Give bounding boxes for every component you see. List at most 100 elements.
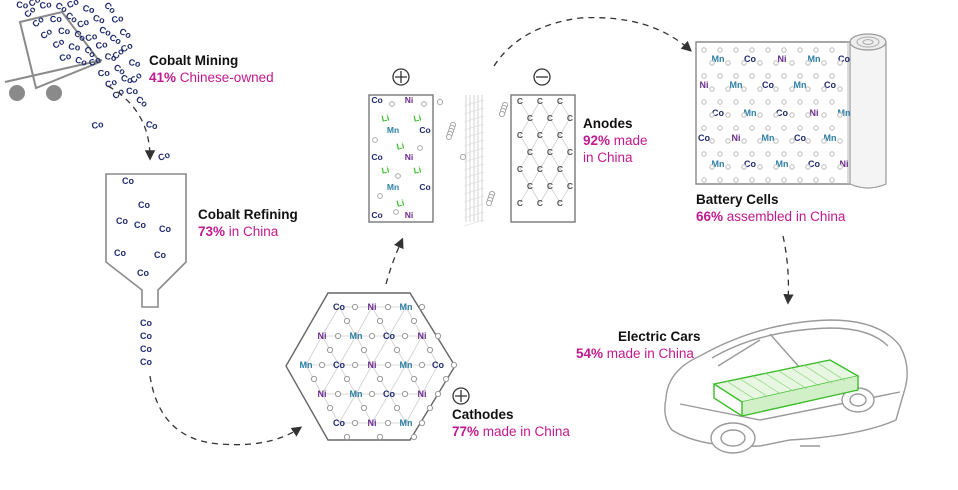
oxygen-circle — [829, 177, 835, 183]
plus-terminal-icon — [392, 68, 410, 86]
cobalt-symbol: Co — [76, 16, 91, 30]
oxygen-circle — [805, 60, 811, 66]
bond-line — [463, 195, 485, 203]
oxygen-circle — [393, 209, 399, 215]
oxygen-circle — [343, 375, 351, 383]
oxygen-circle — [709, 138, 715, 144]
oxygen-circle — [741, 60, 747, 66]
carbon-symbol: C — [557, 130, 563, 140]
oxygen-circle — [757, 86, 763, 92]
oxygen-circle — [789, 112, 795, 118]
cobalt-symbol: Co — [27, 0, 43, 9]
oxygen-circle — [749, 177, 755, 183]
nickel-symbol: Ni — [368, 360, 377, 370]
cobalt-symbol: Co — [119, 40, 135, 54]
oxygen-circle — [709, 86, 715, 92]
oxygen-circle — [773, 86, 779, 92]
bond-line — [405, 335, 423, 366]
bond-line — [752, 375, 781, 395]
carbon-symbol: C — [537, 164, 543, 174]
cobalt-symbol: Co — [104, 76, 119, 90]
oxygen-circle — [368, 332, 376, 340]
nickel-symbol: Ni — [318, 389, 327, 399]
oxygen-circle — [805, 86, 811, 92]
cobalt-symbol: Co — [68, 41, 82, 52]
anodes-sub: 92% made — [583, 132, 648, 149]
oxygen-circle — [733, 125, 739, 131]
oxygen-circle — [368, 390, 376, 398]
oxygen-circle — [773, 138, 779, 144]
bond-line — [371, 393, 390, 424]
oxygen-circle — [310, 375, 318, 383]
manganese-symbol: Mn — [712, 54, 725, 64]
oxygen-circle — [749, 125, 755, 131]
bond-line — [463, 211, 485, 219]
bond-line — [463, 147, 485, 155]
oxygen-circle — [717, 151, 723, 157]
bond-line — [549, 168, 561, 187]
cobalt-symbol: Co — [371, 152, 382, 162]
carbon-symbol: C — [537, 198, 543, 208]
cathodes-sub: 77% made in China — [452, 423, 570, 440]
lithium-symbol: Li — [413, 164, 422, 175]
bond-line — [355, 364, 373, 395]
bond-line — [778, 370, 807, 389]
bond-line — [559, 168, 571, 187]
oxygen-circle — [410, 375, 418, 383]
oxygen-circle — [701, 125, 707, 131]
arrow-cathodes-to-cell — [385, 237, 404, 285]
oxygen-circle — [389, 101, 395, 107]
carbon-symbol: C — [517, 198, 523, 208]
carbon-symbol: C — [517, 130, 523, 140]
oxygen-circle — [343, 433, 351, 441]
oxygen-circle — [757, 112, 763, 118]
ion-circle — [436, 98, 444, 106]
oxygen-circle — [733, 99, 739, 105]
cobalt-symbol: Co — [333, 418, 345, 428]
oxygen-circle — [781, 47, 787, 53]
cobalt-symbol: Co — [698, 133, 710, 143]
oxygen-circle — [797, 47, 803, 53]
nickel-symbol: Ni — [732, 133, 741, 143]
oxygen-circle — [393, 404, 401, 412]
oxygen-circle — [813, 151, 819, 157]
oxygen-circle — [813, 177, 819, 183]
cobalt-symbol: Co — [138, 200, 150, 210]
oxygen-circle — [829, 151, 835, 157]
manganese-symbol: Mn — [776, 159, 789, 169]
bond-line — [463, 131, 485, 139]
bond-line — [519, 168, 531, 187]
electric-cars-label: Electric Cars 54% made in China — [576, 328, 701, 362]
arrow-mining-to-refining — [107, 85, 156, 161]
manganese-symbol: Mn — [744, 108, 757, 118]
carbon-symbol: C — [547, 181, 553, 191]
cobalt-symbol: Co — [97, 68, 110, 79]
cobalt-refining-pct: 73% — [198, 224, 226, 239]
carbon-symbol: C — [567, 147, 573, 157]
cobalt-symbol: Co — [419, 125, 430, 135]
carbon-symbol: C — [527, 113, 533, 123]
oxygen-circle — [821, 138, 827, 144]
cathode-plus-terminal-icon — [452, 387, 470, 405]
bond-line — [559, 185, 571, 204]
oxygen-circle — [765, 99, 771, 105]
cobalt-symbol: Co — [98, 24, 113, 38]
carbon-symbol: C — [547, 147, 553, 157]
manganese-symbol: Mn — [712, 159, 725, 169]
nickel-symbol: Ni — [368, 302, 377, 312]
oxygen-circle — [781, 99, 787, 105]
bond-line — [371, 335, 390, 366]
cobalt-symbol: Co — [824, 80, 836, 90]
nickel-symbol: Ni — [840, 159, 849, 169]
nickel-symbol: Ni — [700, 80, 709, 90]
carbon-symbol: C — [557, 96, 563, 106]
bond-line — [539, 151, 551, 170]
bond-line — [539, 185, 551, 204]
bond-line — [529, 100, 541, 119]
oxygen-circle — [813, 99, 819, 105]
bond-line — [559, 117, 571, 136]
oxygen-circle — [709, 60, 715, 66]
bond-line — [529, 151, 541, 170]
oxygen-circle — [725, 60, 731, 66]
